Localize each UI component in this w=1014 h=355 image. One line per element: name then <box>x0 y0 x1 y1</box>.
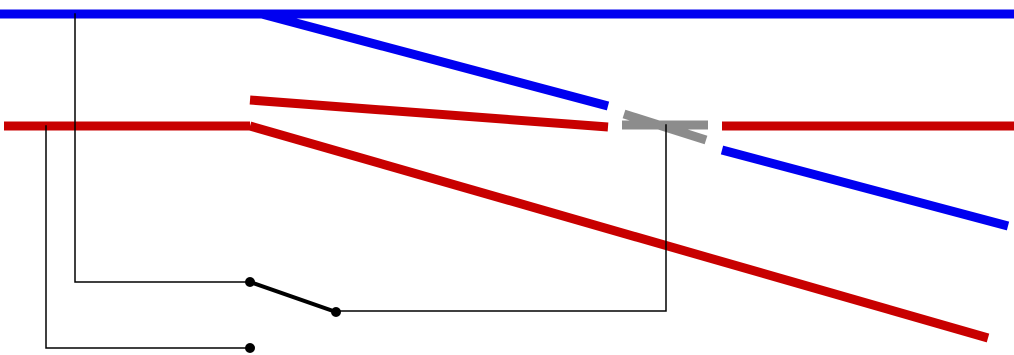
red-rail-diverging-outer <box>248 121 990 343</box>
switch-blade[interactable] <box>248 280 338 314</box>
blue-rail-diverging-inner <box>260 9 610 111</box>
frog-diverging-leg <box>622 109 708 145</box>
blue-rail-diverging-outer <box>720 145 1010 231</box>
blue-rail-group <box>0 9 1014 231</box>
wire-switch-to-frog <box>335 124 667 312</box>
wire-red-to-switch <box>45 125 251 349</box>
switch-terminal-common <box>331 307 341 317</box>
toggle-switch[interactable] <box>245 277 341 353</box>
red-rail-closure <box>249 95 609 132</box>
wiring <box>45 13 667 349</box>
switch-terminal-top <box>245 277 255 287</box>
red-rail-group <box>4 95 1014 343</box>
switch-terminal-bottom <box>245 343 255 353</box>
frog <box>622 109 708 145</box>
wire-blue-to-switch <box>74 13 251 283</box>
